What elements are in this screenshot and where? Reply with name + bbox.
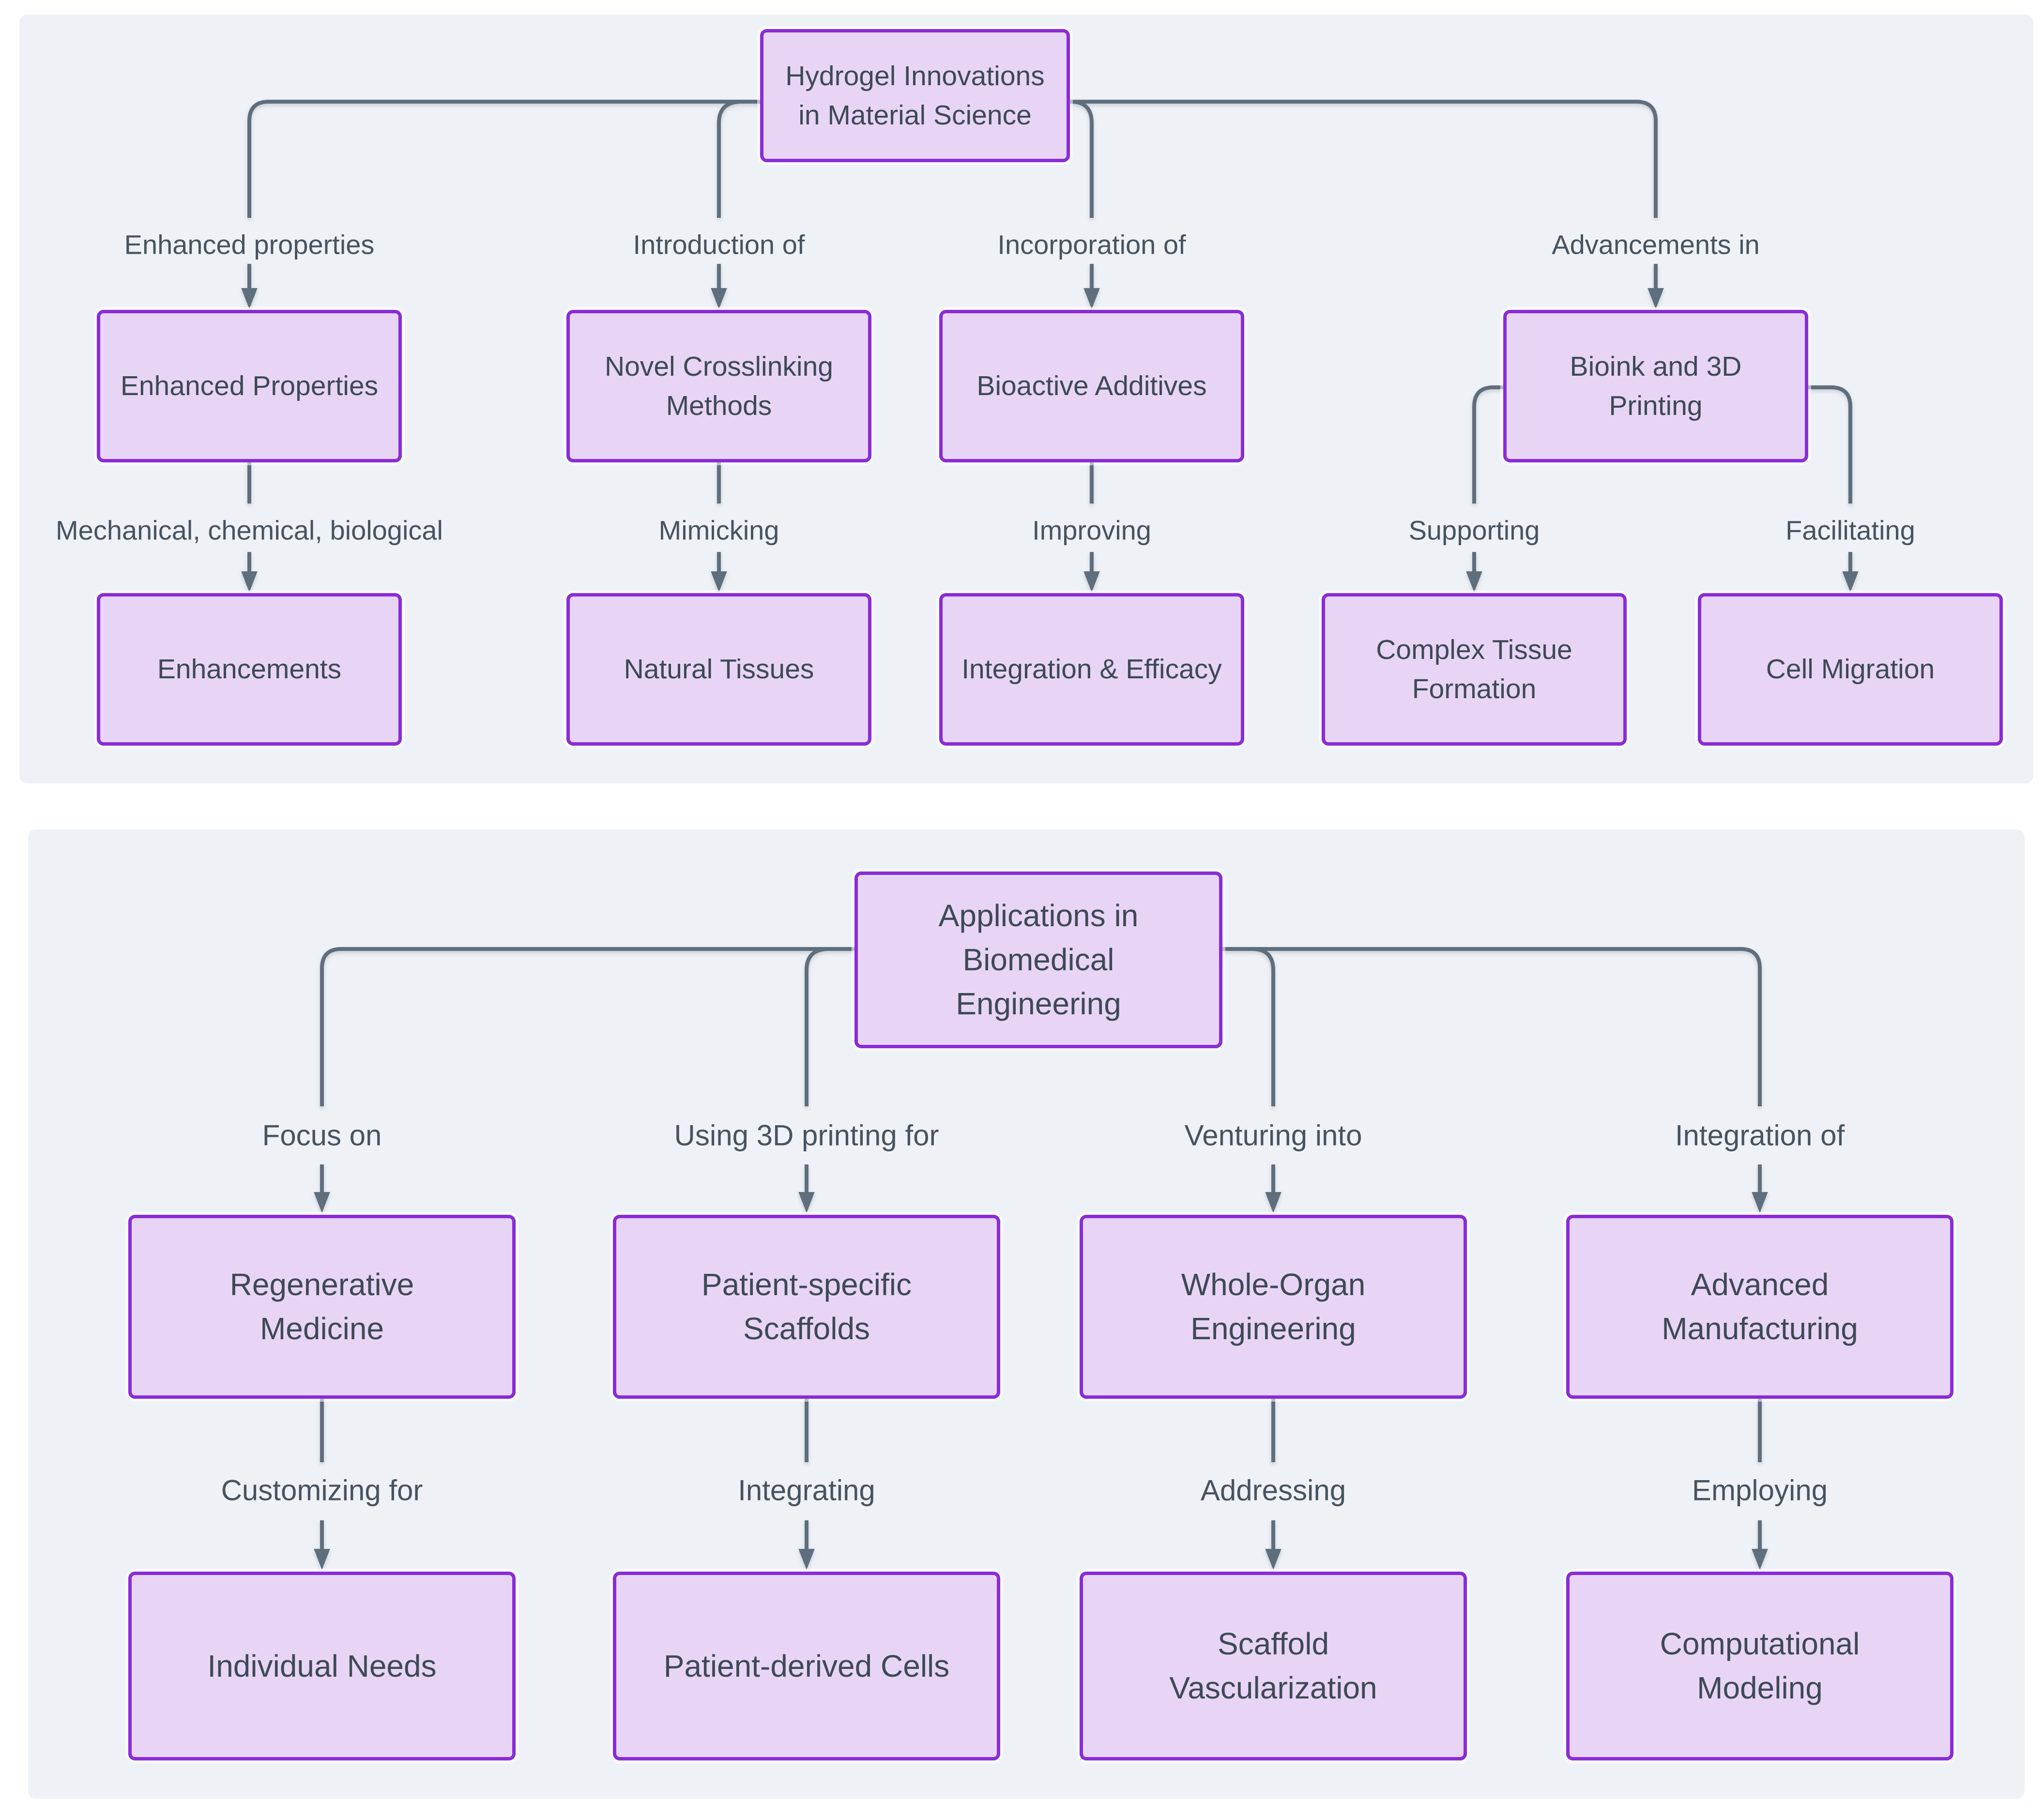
node-patient-derived-cells: Patient-derived Cells: [613, 1572, 1000, 1760]
node-label: Individual Needs: [207, 1648, 437, 1683]
edge-d2-rail-right: [1222, 947, 1762, 1106]
node-label: Scaffold Vascularization: [1169, 1626, 1377, 1705]
node-label: Hydrogel Innovations in Material Science: [785, 60, 1045, 131]
node-regenerative-medicine: Regenerative Medicine: [128, 1215, 516, 1399]
edge-label-customizing-for: Customizing for: [215, 1472, 429, 1508]
edge-d1-drop-col2: [717, 100, 742, 218]
node-label: Patient-specific Scaffolds: [702, 1267, 912, 1346]
edge-d2-rail-left: [320, 947, 854, 1106]
node-label: Patient-derived Cells: [663, 1648, 950, 1683]
node-label: Enhancements: [157, 654, 342, 685]
node-whole-organ-engineering: Whole-Organ Engineering: [1080, 1215, 1467, 1399]
node-label: Cell Migration: [1766, 654, 1935, 685]
node-label: Regenerative Medicine: [229, 1267, 414, 1346]
edge-label-supporting: Supporting: [1403, 513, 1546, 547]
node-label: Integration & Efficacy: [961, 654, 1222, 685]
node-novel-crosslinking-methods: Novel Crosslinking Methods: [566, 310, 871, 462]
node-hydrogel-innovations-root: Hydrogel Innovations in Material Science: [760, 29, 1070, 162]
edge-d1-drop-col3: [1070, 100, 1094, 218]
node-bioactive-additives: Bioactive Additives: [939, 310, 1244, 462]
node-enhancements: Enhancements: [97, 593, 402, 746]
edge-d2-drop-col2: [805, 947, 829, 1106]
edge-label-advancements-in: Advancements in: [1546, 228, 1766, 261]
node-scaffold-vascularization: Scaffold Vascularization: [1080, 1572, 1467, 1760]
edge-label-introduction-of: Introduction of: [627, 228, 811, 261]
node-advanced-manufacturing: Advanced Manufacturing: [1566, 1215, 1953, 1399]
edge-label-incorporation-of: Incorporation of: [991, 228, 1192, 261]
node-label: Novel Crosslinking Methods: [604, 351, 833, 421]
node-integration-efficacy: Integration & Efficacy: [939, 593, 1244, 746]
edge-label-facilitating: Facilitating: [1780, 513, 1921, 547]
edge-label-integrating: Integrating: [732, 1472, 881, 1508]
node-bioink-3d-printing: Bioink and 3D Printing: [1503, 310, 1808, 462]
node-label: Bioactive Additives: [976, 370, 1207, 402]
edge-label-venturing-into: Venturing into: [1178, 1117, 1368, 1153]
edge-label-integration-of: Integration of: [1669, 1117, 1851, 1153]
edge-label-improving: Improving: [1026, 513, 1157, 547]
edge-d1-branch-facilitating: [1808, 385, 1852, 504]
edge-d1-branch-supporting: [1472, 385, 1503, 504]
edge-d1-rail-right: [1070, 100, 1658, 218]
node-label: Whole-Organ Engineering: [1181, 1267, 1366, 1346]
node-complex-tissue-formation: Complex Tissue Formation: [1322, 593, 1627, 746]
edge-d1-rail-left: [247, 100, 760, 218]
node-label: Bioink and 3D Printing: [1570, 351, 1742, 421]
node-computational-modeling: Computational Modeling: [1566, 1572, 1953, 1760]
node-patient-specific-scaffolds: Patient-specific Scaffolds: [613, 1215, 1000, 1399]
edge-label-mimicking: Mimicking: [653, 513, 785, 547]
edge-label-mechanical-chemical-biological: Mechanical, chemical, biological: [50, 513, 449, 547]
node-label: Complex Tissue Formation: [1376, 634, 1572, 704]
node-cell-migration: Cell Migration: [1698, 593, 2003, 746]
node-label: Enhanced Properties: [120, 370, 379, 402]
node-enhanced-properties: Enhanced Properties: [97, 310, 402, 462]
edge-label-addressing: Addressing: [1194, 1472, 1352, 1508]
node-label: Computational Modeling: [1660, 1626, 1860, 1705]
edge-label-using-3d-printing-for: Using 3D printing for: [668, 1117, 945, 1153]
node-applications-biomedical-root: Applications in Biomedical Engineering: [854, 872, 1222, 1048]
node-label: Applications in Biomedical Engineering: [938, 898, 1139, 1021]
node-natural-tissues: Natural Tissues: [566, 593, 871, 746]
node-label: Natural Tissues: [624, 654, 814, 685]
edge-label-enhanced-properties: Enhanced properties: [118, 228, 381, 261]
node-label: Advanced Manufacturing: [1662, 1267, 1858, 1346]
node-individual-needs: Individual Needs: [128, 1572, 516, 1760]
edge-label-focus-on: Focus on: [256, 1117, 388, 1153]
edge-label-employing: Employing: [1686, 1472, 1834, 1508]
edge-d2-drop-col3: [1251, 947, 1275, 1106]
